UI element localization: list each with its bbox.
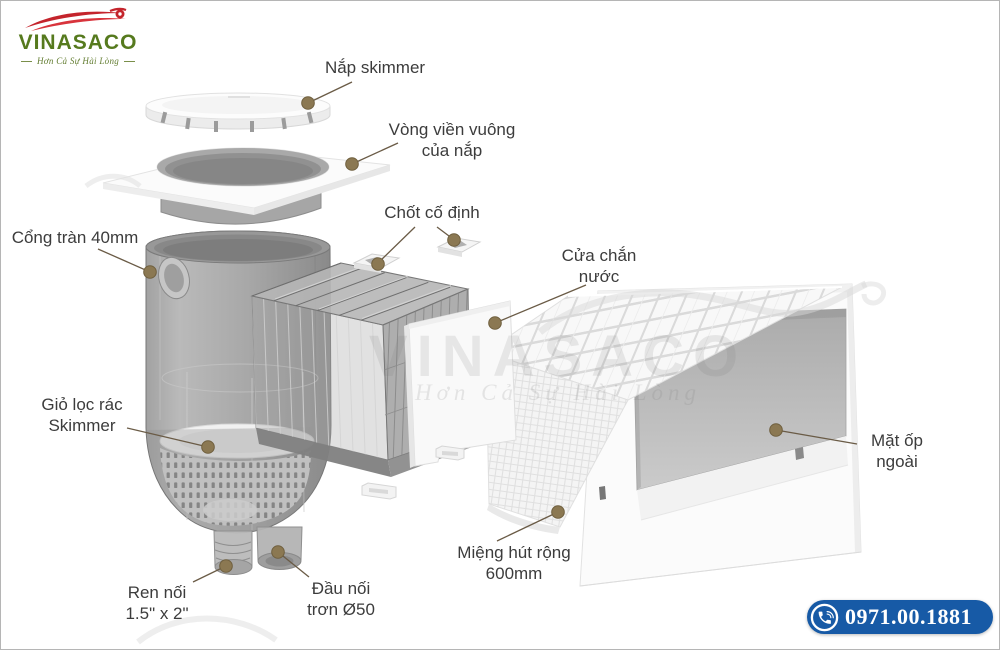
phone-number: 0971.00.1881 (845, 604, 972, 629)
mouth-grid-wedge (484, 286, 843, 534)
label-weir: Cửa chắn nước (561, 246, 637, 287)
callout-dots (143, 96, 783, 573)
logo-tagline: Hơn Cả Sự Hài Lòng (36, 56, 120, 66)
label-square-ring: Vòng viền vuông của nắp (388, 120, 516, 161)
label-lid: Nắp skimmer (324, 58, 426, 77)
label-mouth: Miệng hút rộng 600mm (457, 543, 571, 584)
watermark: VINASACO Hơn Cả Sự Hài Lòng (84, 173, 886, 645)
callout-lines (97, 81, 858, 583)
overflow-port (158, 256, 190, 300)
svg-text:VINASACO: VINASACO (369, 324, 747, 389)
logo-dash-right (124, 60, 136, 62)
logo-dash-left (20, 60, 32, 62)
bracket-right (435, 445, 465, 461)
label-pin: Chốt cố định (384, 203, 480, 222)
phone-icon (810, 603, 839, 631)
logo-wave-icon (25, 7, 127, 31)
label-faceplate: Mặt ốp ngoài (871, 431, 923, 472)
logo-brand-text: VINASACO (18, 31, 138, 54)
label-basket: Giỏ lọc rác Skimmer (41, 395, 123, 436)
label-thread: Ren nối 1.5" x 2" (125, 583, 189, 624)
brand-logo: VINASACO Hơn Cả Sự Hài Lòng (14, 7, 142, 66)
label-overflow: Cổng tràn 40mm (11, 228, 139, 247)
debris-basket (147, 423, 330, 533)
phone-badge[interactable]: 0971.00.1881 (807, 600, 993, 634)
svg-text:Hơn Cả Sự Hài Lòng: Hơn Cả Sự Hài Lòng (414, 380, 701, 405)
label-smooth: Đầu nối trơn Ø50 (307, 579, 375, 620)
skimmer-lid (145, 92, 331, 132)
square-ring (102, 147, 391, 225)
bracket-left (361, 482, 397, 500)
body-rim (145, 230, 331, 264)
